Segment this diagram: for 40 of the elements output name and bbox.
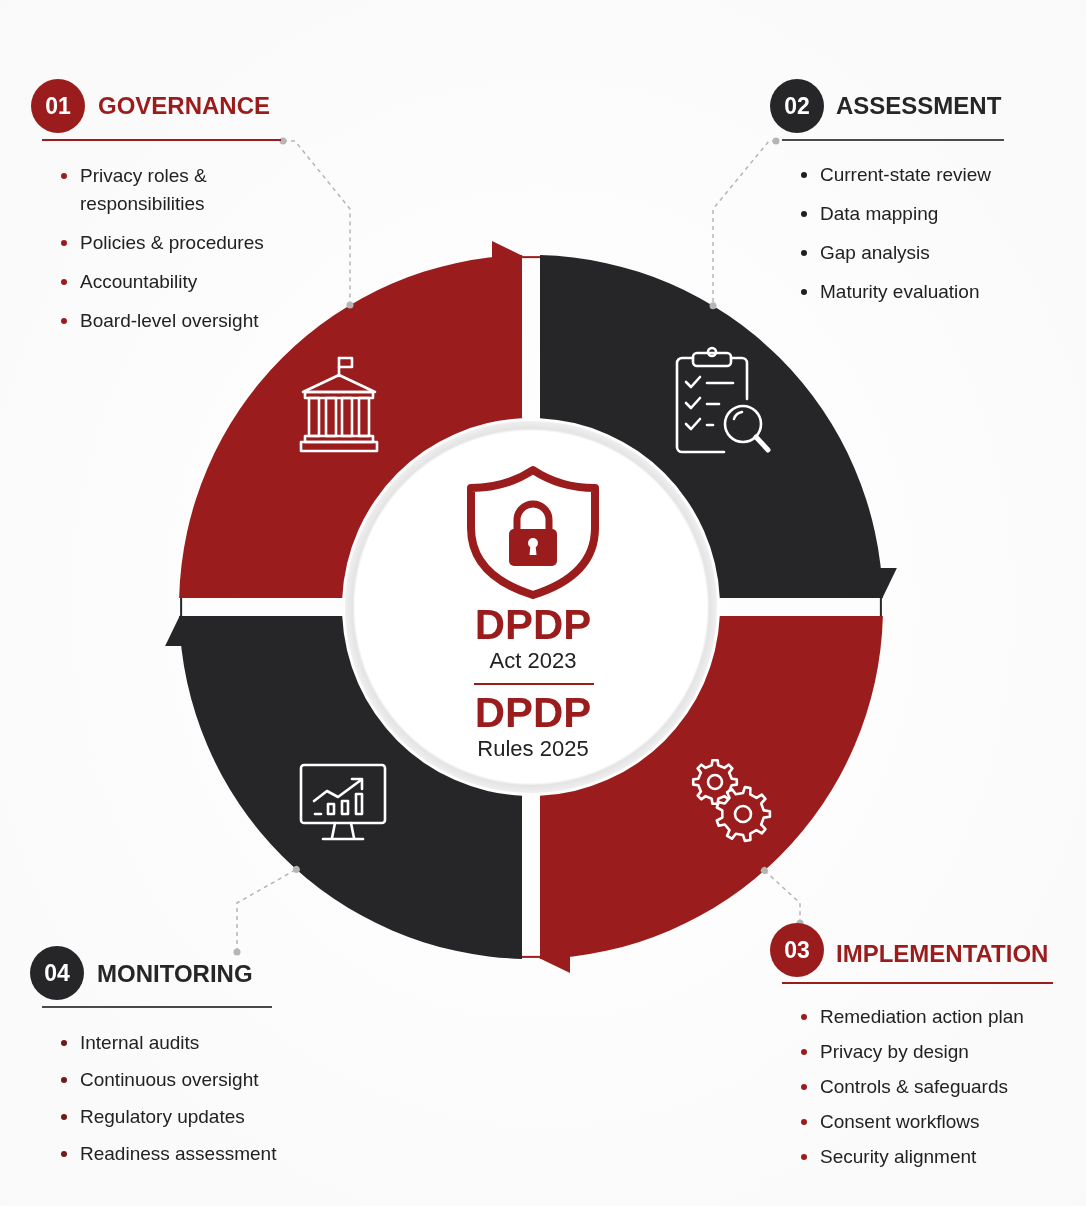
list-item: Controls & safeguards [820,1075,1008,1099]
list-item: Policies & procedures [80,231,264,255]
section-heading: ASSESSMENT [836,91,1002,121]
arrow [879,568,897,617]
section-heading: IMPLEMENTATION [836,939,1049,969]
step-badge [770,923,824,977]
step-badge [770,79,824,133]
step-number: 02 [784,93,810,119]
section-heading: GOVERNANCE [98,91,271,121]
list-item: Consent workflows [820,1110,980,1134]
leader-line [279,137,354,309]
list-item: Readiness assessment [80,1142,277,1166]
list-item: Gap analysis [820,241,930,265]
list-item: Current-state review [820,163,992,187]
list-item: Security alignment [820,1145,977,1169]
section-heading: MONITORING [97,959,253,989]
subtitle-text: Act 2023 [489,648,577,674]
arrow [521,955,570,973]
subtitle-text: Rules 2025 [477,736,589,762]
list-item: Accountability [80,270,198,294]
list-item: Internal audits [80,1031,200,1055]
list-item: Remediation action plan [820,1005,1024,1029]
list-item: Data mapping [820,202,939,226]
list-item: Board-level oversight [80,309,259,333]
leader-line [233,865,300,956]
list-item: Maturity evaluation [820,280,980,304]
list-item: Continuous oversight [80,1068,259,1092]
acronym-heading: DPDP [474,690,592,736]
step-badge [31,79,85,133]
acronym-heading: DPDP [474,602,592,648]
step-number: 01 [45,93,71,119]
list-item: Privacy by design [820,1040,969,1064]
list-item: Privacy roles & responsibilities [80,164,208,216]
step-number: 03 [784,937,810,963]
step-badge [30,946,84,1000]
arrow [492,241,541,259]
step-number: 04 [44,960,70,986]
list-item: Regulatory updates [80,1105,245,1129]
leader-line [709,137,780,310]
arrow [165,597,183,646]
